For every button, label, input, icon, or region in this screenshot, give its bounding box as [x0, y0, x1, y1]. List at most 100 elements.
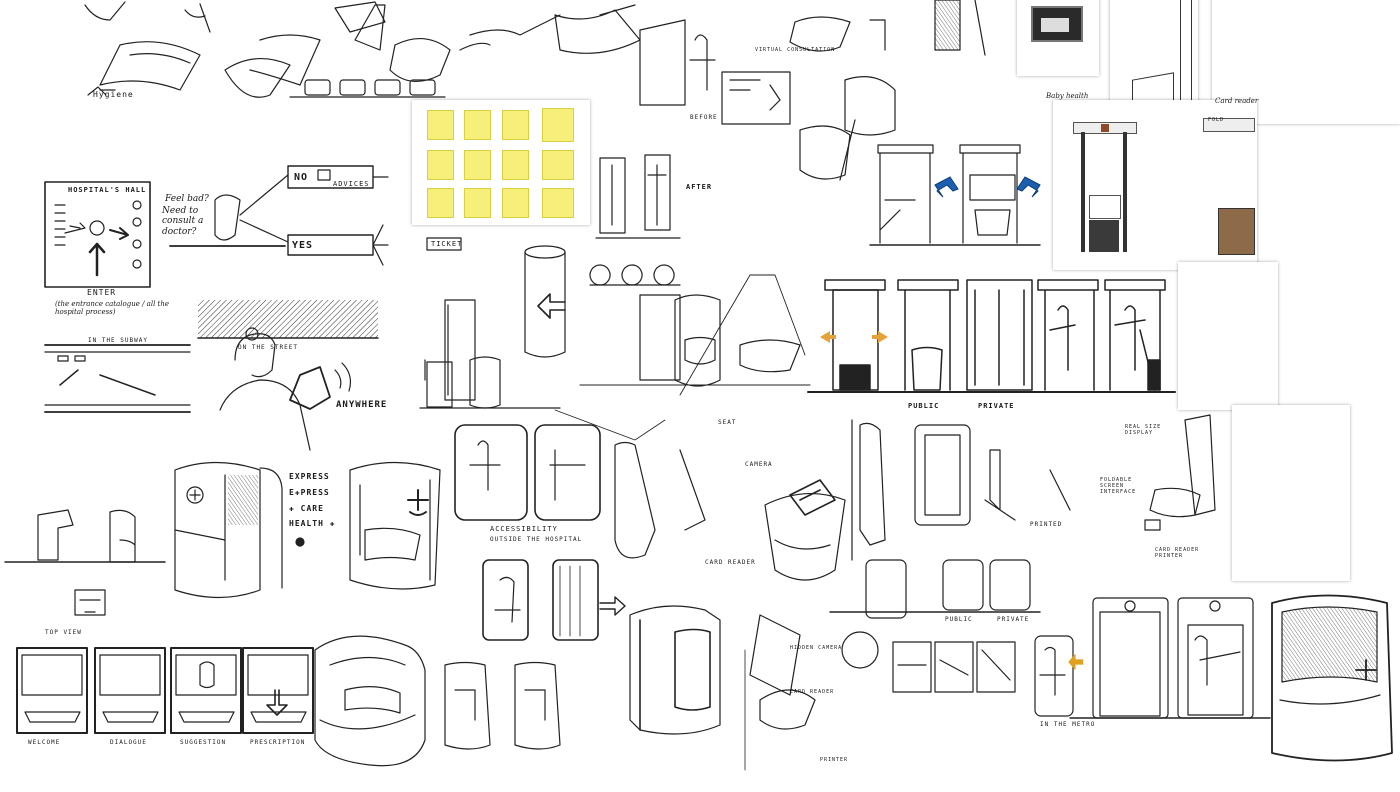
sticky-note — [542, 108, 574, 142]
label-enter-note: (the entrance catalogue / all the hospit… — [55, 300, 170, 317]
sticky-note — [464, 188, 491, 218]
two-booths-top — [454, 424, 601, 521]
label-private: PRIVATE — [978, 402, 1015, 410]
subway-sketch — [44, 344, 191, 413]
accessibility-booths — [482, 559, 626, 641]
label-yes: YES — [292, 240, 314, 251]
sticky-note — [427, 110, 454, 140]
booth-doors-bottom — [1069, 597, 1271, 719]
sticky-note — [427, 188, 454, 218]
label-card-reader: CARD READER — [705, 559, 756, 566]
label-after: AFTER — [686, 183, 713, 191]
top-right-kiosk-card-lines — [934, 0, 986, 56]
small-basins-row — [289, 79, 446, 98]
street-sketch — [197, 300, 379, 341]
kiosk-printer-sketch — [744, 614, 879, 771]
booth-wide — [674, 294, 721, 387]
stand-sketch — [679, 274, 806, 396]
label-suggestion: SUGGESTION — [180, 739, 227, 746]
booth-photo-card-6 — [1232, 405, 1350, 581]
sticky-note — [542, 150, 574, 180]
label-health: HEALTH ✚ — [289, 519, 336, 528]
top-view-sketch — [74, 589, 106, 616]
label-hidden-camera: HIDDEN CAMERA — [790, 645, 843, 651]
process-frames — [892, 641, 1016, 693]
label-virtual-consultation: VIRTUAL CONSULTATION — [755, 47, 836, 53]
label-hospital-hall: HOSPITAL'S HALL — [68, 186, 147, 194]
booth-photo-card-5 — [1178, 262, 1278, 410]
label-need-doctor: Need to consult a doctor? — [162, 206, 204, 237]
cylinder-booth — [524, 245, 566, 358]
label-feel-bad: Feel bad? — [165, 194, 209, 204]
person-phone-sketch — [219, 333, 352, 451]
basin-sketch-1 — [84, 1, 211, 91]
label-real-size-display: REAL SIZE DISPLAY — [1125, 424, 1162, 436]
label-ticket: TICKET — [431, 240, 463, 248]
label-express-2: E✚PRESS — [289, 488, 330, 497]
capsule-booth-large — [1271, 594, 1393, 762]
label-before: BEFORE — [690, 114, 718, 121]
label-enter: ENTER — [87, 288, 117, 297]
wheelchair-sketch — [459, 14, 561, 51]
label-printer: PRINTER — [820, 757, 849, 763]
basin-sketch-4 — [554, 4, 641, 54]
hygiene-icon — [87, 86, 116, 96]
label-foldable-screen: FOLDABLE SCREEN INTERFACE — [1100, 477, 1137, 495]
label-public-2: PUBLIC — [945, 616, 973, 623]
blue-arrows — [934, 176, 1041, 198]
gantry-booths — [869, 144, 1041, 246]
sticky-note — [502, 110, 529, 140]
connector-line — [554, 409, 666, 441]
orange-arrows — [820, 331, 888, 343]
columns-sketch — [419, 356, 561, 409]
label-private-2: PRIVATE — [997, 616, 1030, 623]
label-card-reader-3: Card reader — [1215, 97, 1259, 105]
three-small-booths — [829, 559, 1041, 619]
label-top-view: TOP VIEW — [45, 629, 82, 636]
pod-kiosk-3d — [314, 635, 426, 767]
kiosk-screen-sketch — [614, 441, 706, 559]
label-accessibility: ACCESSIBILITY — [490, 525, 558, 533]
label-in-the-metro: IN THE METRO — [1040, 721, 1096, 728]
sticky-note — [427, 150, 454, 180]
label-prescription: PRESCRIPTION — [250, 739, 306, 746]
booth-photo-card-4 — [1053, 100, 1257, 270]
booth-photo-card-1 — [1017, 0, 1099, 76]
cube-booth — [629, 605, 721, 735]
label-advices: ADVICES — [333, 180, 370, 188]
basin-sketch-3 — [334, 1, 451, 82]
label-fold: FOLD — [1208, 117, 1225, 123]
sink-station-sketch — [789, 16, 896, 181]
public-private-row — [807, 279, 1176, 393]
label-in-the-subway: IN THE SUBWAY — [88, 337, 148, 344]
foldable-screen-sketch — [1144, 414, 1216, 531]
virtual-consult-sketch — [639, 19, 791, 125]
label-hygiene: Hygiene — [93, 90, 134, 99]
label-welcome: WELCOME — [28, 739, 61, 746]
paper-holder-sketch — [589, 264, 681, 286]
sticky-note — [464, 150, 491, 180]
label-no: NO — [294, 172, 309, 183]
label-anywhere: ANYWHERE — [336, 400, 388, 410]
label-printed: PRINTED — [1030, 521, 1063, 528]
elevator-sketch — [444, 294, 681, 401]
metro-booth — [1034, 635, 1084, 717]
label-card-reader-printer: CARD READER PRINTER — [1155, 547, 1200, 559]
label-seat: SEAT — [718, 419, 737, 426]
label-card-reader-2: CARD READER — [790, 689, 835, 695]
sticky-note-storyboard-card — [412, 100, 590, 225]
basin-sketch-2 — [224, 34, 321, 98]
label-on-the-street: ON THE STREET — [238, 344, 298, 351]
small-kiosks — [4, 509, 166, 563]
hospital-hall-diagram — [44, 181, 151, 288]
terminal-camera-sketch — [764, 479, 846, 581]
storyboard-frames — [16, 647, 314, 734]
capsule-kiosk-1 — [174, 461, 283, 599]
feel-bad-flow — [169, 174, 289, 247]
label-express: EXPRESS — [289, 472, 330, 481]
capsule-small — [444, 661, 561, 750]
label-baby-health: Baby health — [1046, 92, 1089, 100]
sticky-note — [502, 188, 529, 218]
no-yes-boxes — [287, 165, 462, 266]
